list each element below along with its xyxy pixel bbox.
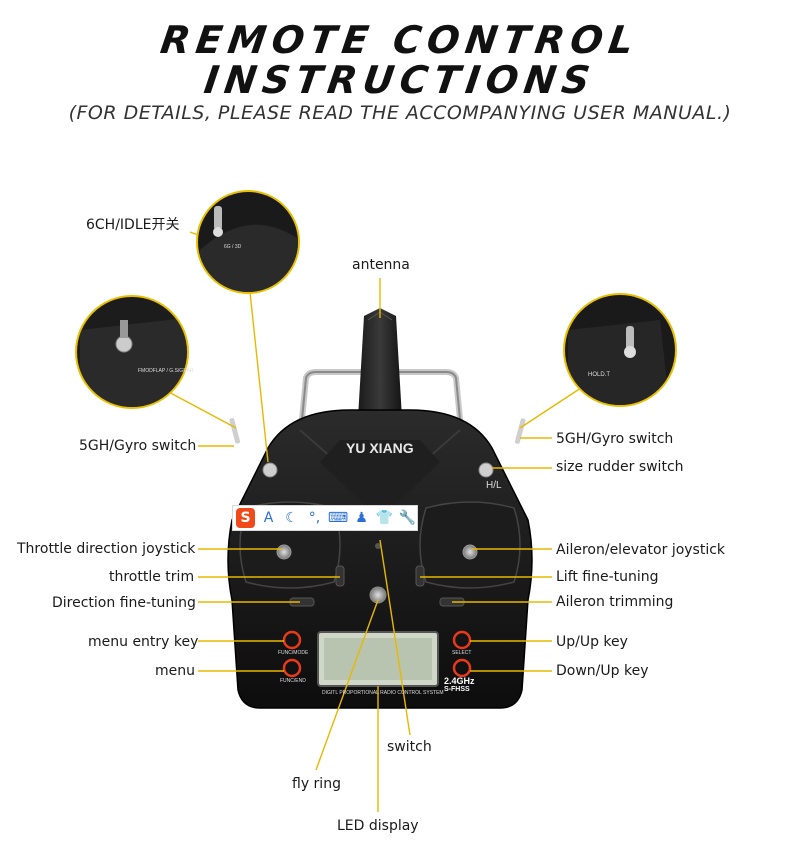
label-menu-entry: menu entry key <box>88 634 199 650</box>
zoom-circle-hold <box>563 293 677 407</box>
label-size-rudder: size rudder switch <box>556 459 684 475</box>
device-fhss: S-FHSS <box>444 686 470 693</box>
leader-fly-ring <box>315 599 379 771</box>
device-mode-3d: 6G / 3D <box>224 244 242 250</box>
device-system: DIGITL PROPORTIONAL RADIO CONTROL SYSTEM <box>322 690 444 696</box>
label-up-key: Up/Up key <box>556 634 628 650</box>
label-antenna: antenna <box>352 257 410 273</box>
label-led-display: LED display <box>337 818 419 834</box>
antenna-mast <box>358 308 402 418</box>
label-ch6-idle: 6CH/IDLE开关 <box>86 217 180 233</box>
device-select: SELECT <box>452 650 472 656</box>
language-toggle-icon[interactable]: A <box>263 510 274 526</box>
device-hl: H/L <box>486 480 502 491</box>
subtitle: (FOR DETAILS, PLEASE READ THE ACCOMPANYI… <box>68 102 732 124</box>
label-lift-fine: Lift fine-tuning <box>556 569 659 585</box>
leader-ch6-switch <box>249 291 269 463</box>
zoom-circle-ch6 <box>196 190 300 294</box>
label-menu: menu <box>155 663 195 679</box>
label-fly-ring: fly ring <box>292 776 341 792</box>
label-switch: switch <box>387 739 432 755</box>
left-stick <box>276 544 292 560</box>
label-direction-fine: Direction fine-tuning <box>52 595 196 611</box>
device-func-end: FUNC/END <box>280 678 306 684</box>
right-stick <box>462 544 478 560</box>
label-throttle-joystick: Throttle direction joystick <box>17 541 196 557</box>
wrench-icon[interactable]: 🔧 <box>398 510 417 526</box>
user-icon[interactable]: ♟ <box>355 510 368 526</box>
leader-switch <box>379 539 411 736</box>
label-gyro-right: 5GH/Gyro switch <box>556 431 674 447</box>
punctuation-icon[interactable]: °, <box>308 510 321 526</box>
zoom-circle-gear <box>75 295 189 409</box>
label-aileron-trim: Aileron trimming <box>556 594 674 610</box>
label-down-key: Down/Up key <box>556 663 649 679</box>
label-throttle-trim: throttle trim <box>109 569 195 585</box>
label-gyro-left: 5GH/Gyro switch <box>79 438 197 454</box>
leader-gyro-right-zoom <box>519 381 591 429</box>
skin-shirt-icon[interactable]: 👕 <box>375 510 394 526</box>
moon-icon[interactable]: ☾ <box>285 510 298 526</box>
device-func-mode: FUNC/MODE <box>278 650 309 656</box>
device-hold: HOLD.T <box>588 372 611 378</box>
device-freq: 2.4GHz <box>444 676 475 686</box>
leader-lines <box>149 231 591 812</box>
device-brand: YU XIANG <box>346 440 414 456</box>
label-aileron-joystick: Aileron/elevator joystick <box>556 542 726 558</box>
keyboard-icon[interactable]: ⌨ <box>327 510 349 526</box>
ime-toolbar[interactable]: S A ☾ °, ⌨ ♟ 👕 🔧 <box>232 505 418 531</box>
sogou-logo-icon[interactable]: S <box>236 508 255 528</box>
device-gear: FMODFLAP / G.S/GEAR <box>138 368 194 374</box>
